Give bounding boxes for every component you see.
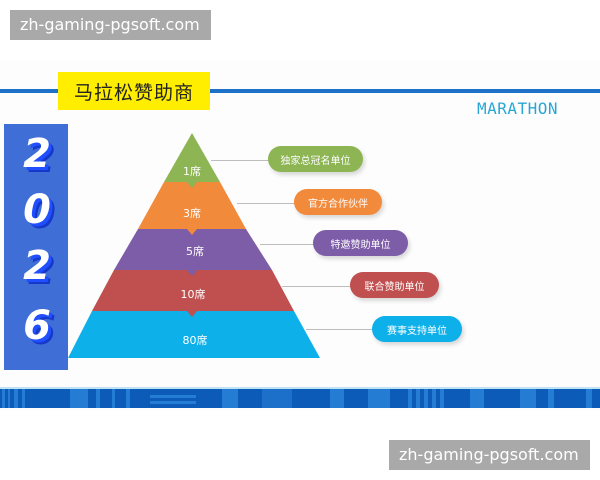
year-digit: 0 (23, 187, 51, 233)
tier-pill: 联合赞助单位 (350, 272, 439, 298)
header-rule (0, 89, 600, 93)
pyramid-layer-5 (68, 311, 320, 358)
connector-line (306, 329, 374, 330)
connector-line (237, 203, 295, 204)
connector-line (211, 160, 269, 161)
tier-pill: 独家总冠名单位 (268, 146, 363, 172)
year-digit: 2 (23, 131, 51, 177)
year-digit: 2 (23, 243, 51, 289)
pyramid-layer-1 (164, 133, 220, 182)
tier-pill: 官方合作伙伴 (294, 189, 382, 215)
marathon-subtitle: MARATHON (477, 99, 559, 118)
seat-count-label: 5席 (186, 245, 204, 258)
pyramid-layer-4 (92, 270, 294, 311)
seat-count-label: 1席 (183, 165, 201, 178)
seat-count-label: 80席 (182, 334, 208, 347)
connector-line (260, 244, 315, 245)
watermark-top: zh-gaming-pgsoft.com (10, 10, 211, 40)
pyramid-layer-2 (138, 182, 246, 229)
tier-pill: 赛事支持单位 (372, 316, 462, 342)
seat-count-label: 10席 (180, 288, 206, 301)
year-digit: 6 (23, 303, 51, 349)
watermark-bottom: zh-gaming-pgsoft.com (389, 440, 590, 470)
tier-pill: 特邀赞助单位 (313, 230, 408, 256)
seat-count-label: 3席 (183, 207, 201, 220)
year-panel: 2 0 2 6 (4, 124, 68, 370)
page-title: 马拉松赞助商 (73, 81, 194, 104)
footer-band-highlight (0, 387, 600, 389)
connector-line (282, 286, 352, 287)
title-banner: 马拉松赞助商 (58, 72, 210, 110)
pyramid-layer-3 (114, 229, 272, 270)
footer-decorative-band (0, 389, 600, 408)
